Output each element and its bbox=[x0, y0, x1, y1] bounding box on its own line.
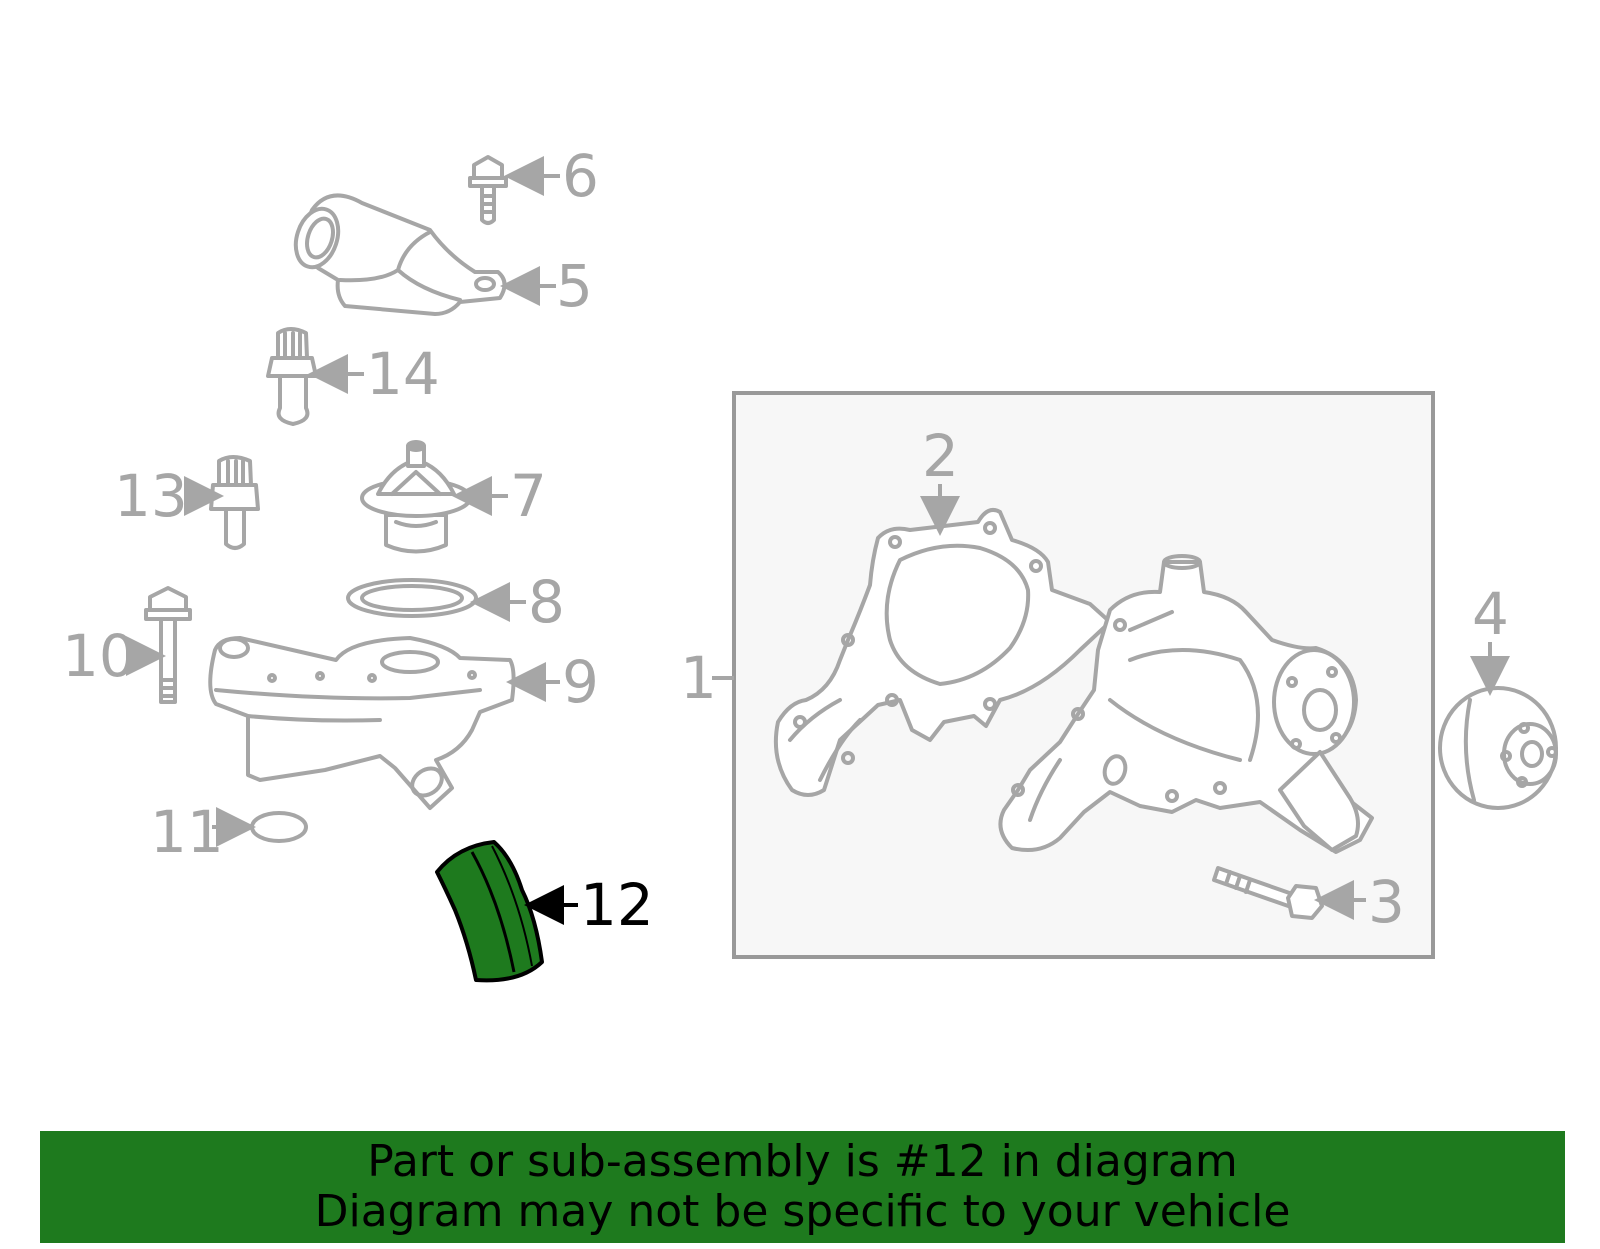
callout-6: 6 bbox=[562, 142, 599, 210]
part-13-sensor bbox=[209, 455, 260, 550]
callout-11: 11 bbox=[150, 798, 224, 866]
callout-14: 14 bbox=[366, 340, 440, 408]
part-3-bolt bbox=[1212, 866, 1324, 920]
part-12-hose bbox=[435, 840, 544, 983]
callout-12: 12 bbox=[580, 871, 654, 939]
callout-labels: 6 5 14 13 7 8 10 9 11 12 2 4 3 1 bbox=[62, 142, 1509, 939]
callout-9: 9 bbox=[562, 648, 599, 716]
part-6-bolt bbox=[468, 155, 508, 225]
callout-10: 10 bbox=[62, 622, 136, 690]
part-2-gasket bbox=[773, 508, 1112, 797]
part-info-banner: Part or sub-assembly is #12 in diagram D… bbox=[40, 1131, 1565, 1243]
callout-4: 4 bbox=[1472, 580, 1509, 648]
callout-2: 2 bbox=[922, 422, 959, 490]
part-5-water-outlet bbox=[293, 193, 507, 316]
callout-3: 3 bbox=[1368, 868, 1405, 936]
callout-13: 13 bbox=[114, 462, 188, 530]
part-9-thermostat-housing bbox=[208, 636, 516, 810]
part-14-sensor bbox=[266, 327, 318, 426]
callout-1: 1 bbox=[680, 644, 717, 712]
part-7-thermostat bbox=[360, 440, 472, 554]
callout-5: 5 bbox=[556, 252, 593, 320]
part-11-o-ring bbox=[250, 811, 308, 843]
part-4-pulley bbox=[1438, 686, 1558, 810]
part-8-gasket bbox=[346, 578, 478, 618]
part-1-water-pump bbox=[998, 554, 1374, 854]
banner-line-part-number: Part or sub-assembly is #12 in diagram bbox=[367, 1136, 1238, 1187]
callout-7: 7 bbox=[510, 462, 547, 530]
callout-8: 8 bbox=[528, 568, 565, 636]
leader-lines bbox=[126, 156, 1510, 925]
banner-line-disclaimer: Diagram may not be specific to your vehi… bbox=[314, 1186, 1291, 1237]
part-10-bolt bbox=[144, 586, 192, 704]
